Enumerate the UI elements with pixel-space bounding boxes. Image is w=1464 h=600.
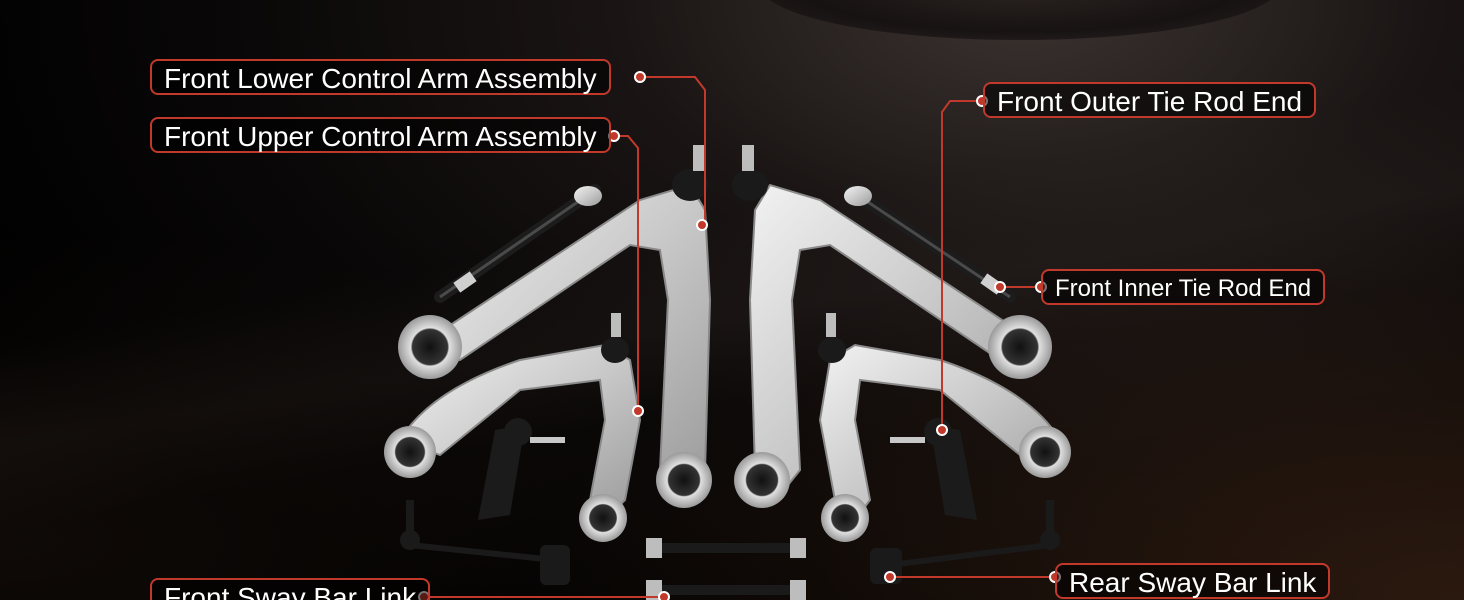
label-front-outer-tie-rod-end: Front Outer Tie Rod End	[983, 82, 1317, 118]
label-front-lower-control-arm: Front Lower Control Arm Assembly	[150, 59, 611, 95]
label-rear-sway-bar-link: Rear Sway Bar Link	[1055, 563, 1331, 599]
label-front-inner-tie-rod-end: Front Inner Tie Rod End	[1041, 269, 1326, 305]
label-front-sway-bar-link: Front Sway Bar Link	[150, 578, 431, 600]
label-front-upper-control-arm: Front Upper Control Arm Assembly	[150, 117, 611, 153]
